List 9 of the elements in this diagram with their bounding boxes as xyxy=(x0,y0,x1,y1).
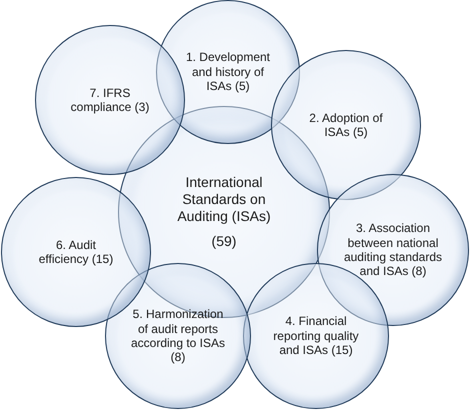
topic-label: 7. IFRS compliance (3) xyxy=(70,86,150,114)
count-label: (59) xyxy=(210,232,238,250)
topic-label: 3. Association between national auditing standards and ISAs (8) xyxy=(342,221,444,279)
topic-label: 6. Audit efficiency (15) xyxy=(38,238,114,266)
topic-label: 1. Development and history of ISAs (5) xyxy=(184,50,272,94)
topic-label: 2. Adoption of ISAs (5) xyxy=(308,110,384,140)
topic-title: International Standards on Auditing (ISAs) xyxy=(176,174,272,225)
topic-label: 5. Harmonization of audit reports according to ISAs (8) xyxy=(130,307,226,365)
topic-label: 4. Financial reporting quality and ISAs (15) xyxy=(272,314,360,358)
